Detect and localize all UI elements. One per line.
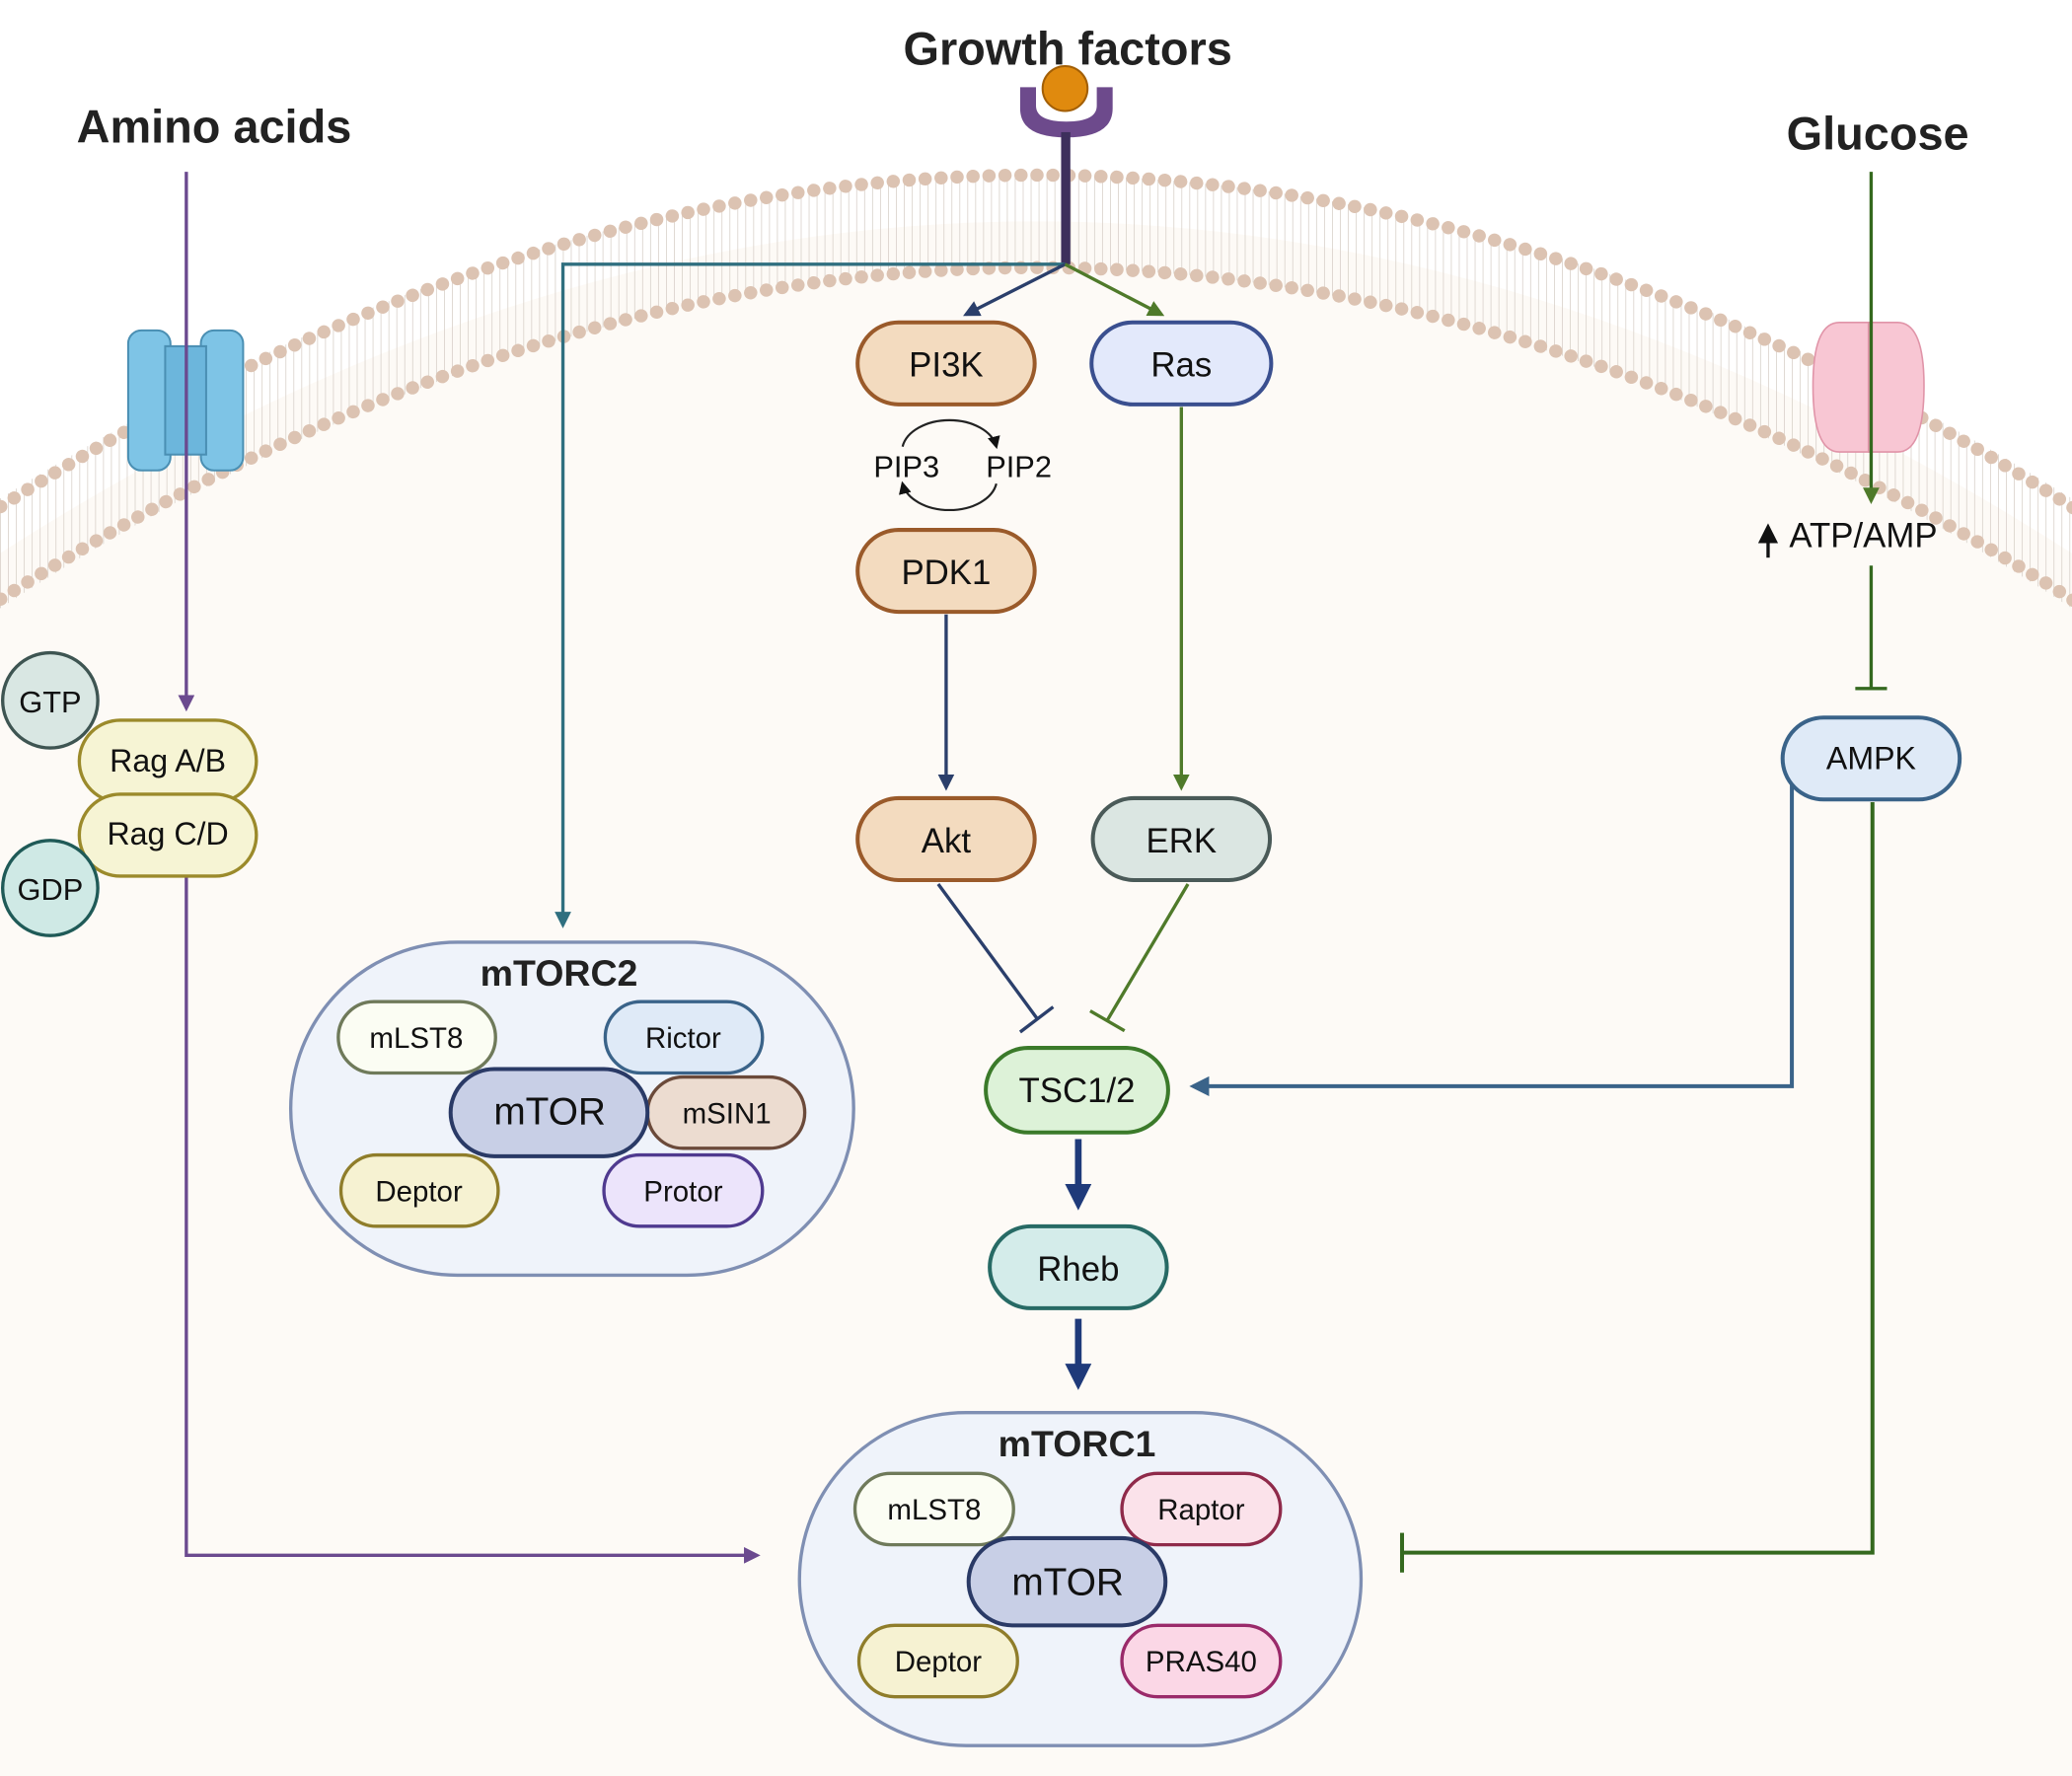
arrow-ampk-to-tsc: [1189, 783, 1795, 1096]
erk-label: ERK: [1147, 822, 1218, 860]
arrow-pip2-to-pip3: [899, 481, 998, 512]
mtorc2-mtor-node: [448, 1067, 650, 1158]
mtorc1-mtor-node: [966, 1535, 1168, 1628]
mtorc1-pras40-node: [1120, 1623, 1283, 1699]
mtorc1-complex: mTORC1 mLST8 Raptor Deptor PRAS40 mTOR: [797, 1411, 1364, 1747]
atp-amp-label: ATP/AMP: [1789, 516, 1937, 555]
mtorc2-rictor-node: [603, 999, 765, 1075]
pip3-label: PIP3: [873, 449, 939, 483]
mtorc1-raptor-label: Raptor: [1157, 1494, 1245, 1526]
mtorc1-title: mTORC1: [999, 1423, 1156, 1464]
akt-label: Akt: [922, 822, 972, 860]
erk-node: [1090, 795, 1273, 882]
ras-label: Ras: [1150, 346, 1212, 385]
membrane-tails: [0, 175, 2072, 609]
tsc-label: TSC1/2: [1019, 1072, 1136, 1110]
arrow-receptor-to-pi3k: [963, 262, 1067, 317]
mtorc1-mlst8-node: [852, 1471, 1015, 1547]
tsc-node: [984, 1046, 1170, 1135]
gdp-node: [1, 839, 100, 937]
pi3k-label: PI3K: [909, 346, 983, 385]
membrane-outer-heads: [0, 168, 2072, 515]
mtorc2-mtor-label: mTOR: [493, 1091, 606, 1134]
inhibit-ampk-to-mtorc1: [1399, 801, 1875, 1573]
mtorc2-msin1-label: mSIN1: [683, 1097, 772, 1130]
pi3k-node: [855, 320, 1037, 407]
mtorc2-rictor-label: Rictor: [645, 1022, 721, 1055]
rheb-node: [988, 1223, 1169, 1310]
mtorc1-deptor-node: [856, 1623, 1019, 1699]
pdk1-node: [855, 528, 1037, 615]
mtorc2-mlst8-label: mLST8: [369, 1022, 463, 1055]
ampk-node: [1780, 715, 1962, 802]
ampk-label: AMPK: [1826, 740, 1917, 776]
glucose-transporter: [1812, 321, 1925, 453]
mtorc1-pras40-label: PRAS40: [1146, 1646, 1257, 1678]
arrow-pip3-to-pip2: [901, 418, 1000, 450]
inhibit-akt-to-tsc: [936, 882, 1055, 1034]
growth-factor-ligand: [1041, 64, 1089, 112]
cytoplasm: [0, 221, 2072, 1776]
akt-node: [855, 795, 1037, 882]
mtorc1-mtor-label: mTOR: [1011, 1562, 1124, 1604]
arrow-rag-to-mtorc1: [185, 877, 761, 1564]
amino-acids-title: Amino acids: [77, 102, 352, 153]
pip2-label: PIP2: [986, 449, 1052, 483]
rag-cd-node: [77, 792, 259, 878]
membrane-inner-heads: [0, 260, 2072, 608]
glucose-title: Glucose: [1787, 108, 1969, 159]
rag-ab-label: Rag A/B: [110, 743, 226, 778]
arrow-receptor-to-mtorc2: [555, 262, 1066, 928]
inhibit-erk-to-tsc: [1089, 883, 1190, 1033]
mtorc2-protor-node: [602, 1152, 765, 1228]
ras-node: [1089, 320, 1274, 407]
mtorc2-deptor-label: Deptor: [375, 1175, 463, 1208]
growth-factors-title: Growth factors: [904, 24, 1232, 75]
mtorc2-title: mTORC2: [481, 952, 638, 994]
pdk1-label: PDK1: [901, 554, 991, 592]
inhibit-atp-to-ampk: [1855, 565, 1887, 691]
mtorc1-deptor-label: Deptor: [895, 1646, 983, 1678]
gtp-label: GTP: [19, 685, 81, 719]
mtorc1-mlst8-label: mLST8: [887, 1494, 981, 1526]
growth-factor-receptor: [1019, 87, 1113, 264]
rheb-label: Rheb: [1037, 1250, 1119, 1289]
gtp-node: [1, 650, 100, 750]
gdp-label: GDP: [18, 872, 84, 907]
rag-cd-label: Rag C/D: [107, 816, 228, 851]
mtorc2-complex: mTORC2 mLST8 Rictor mSIN1 Deptor Protor …: [288, 940, 855, 1278]
mtorc2-protor-label: Protor: [643, 1175, 722, 1208]
mtorc2-deptor-node: [338, 1152, 500, 1228]
arrow-receptor-to-ras: [1064, 262, 1165, 317]
mtorc1-raptor-node: [1120, 1471, 1283, 1547]
mtorc2-mlst8-node: [336, 999, 497, 1075]
